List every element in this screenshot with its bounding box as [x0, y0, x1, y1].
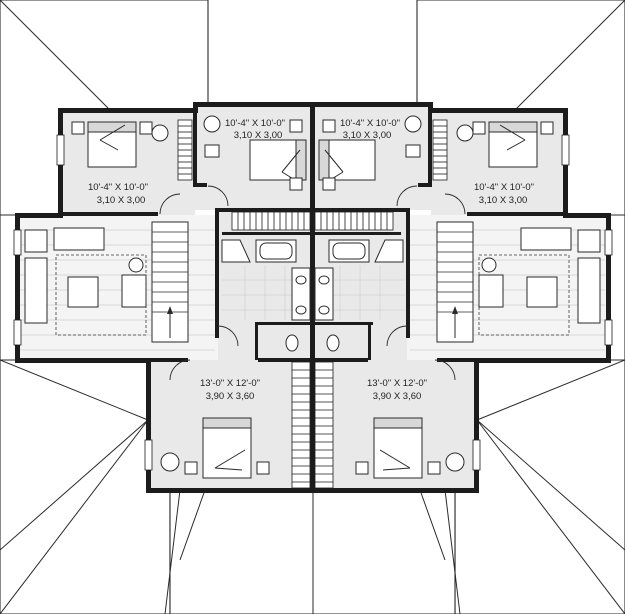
bedroom-left-outer-furniture — [71, 121, 169, 168]
room-dim-imperial: 10'-4" X 10'-0" — [340, 118, 400, 129]
bedroom-right-outer-furniture — [456, 121, 554, 168]
stairs-left — [151, 221, 189, 343]
stairs-right — [436, 221, 474, 343]
room-dim-metric: 3,10 X 3,00 — [97, 195, 146, 206]
bathroom-fixtures — [221, 239, 404, 352]
room-dim-imperial: 10'-4" X 10'-0" — [88, 182, 148, 193]
room-dim-imperial: 10'-4" X 10'-0" — [225, 118, 285, 129]
room-dim-metric: 3,10 X 3,00 — [343, 130, 392, 141]
living-room-left-furniture — [24, 227, 147, 336]
room-dim-metric: 3,90 X 3,60 — [373, 391, 422, 402]
room-dim-metric: 3,10 X 3,00 — [479, 195, 528, 206]
room-dim-imperial: 10'-4" X 10'-0" — [474, 182, 534, 193]
room-labels: 10'-4" X 10'-0" 3,10 X 3,00 10'-4" X 10'… — [88, 118, 534, 402]
bedroom-top-right-furniture — [318, 115, 422, 191]
closets — [177, 119, 448, 489]
room-dim-metric: 3,10 X 3,00 — [234, 130, 283, 141]
interior-walls — [58, 102, 567, 362]
bedroom-top-left-furniture — [203, 115, 307, 191]
door-swings — [159, 185, 466, 381]
room-dim-metric: 3,90 X 3,60 — [206, 391, 255, 402]
bedroom-bottom-left-furniture — [160, 417, 270, 479]
room-dim-imperial: 13'-0" X 12'-0" — [200, 378, 260, 389]
room-dim-imperial: 13'-0" X 12'-0" — [367, 378, 427, 389]
bedroom-bottom-right-furniture — [355, 417, 465, 479]
living-room-right-furniture — [478, 227, 601, 336]
windows — [13, 134, 613, 471]
